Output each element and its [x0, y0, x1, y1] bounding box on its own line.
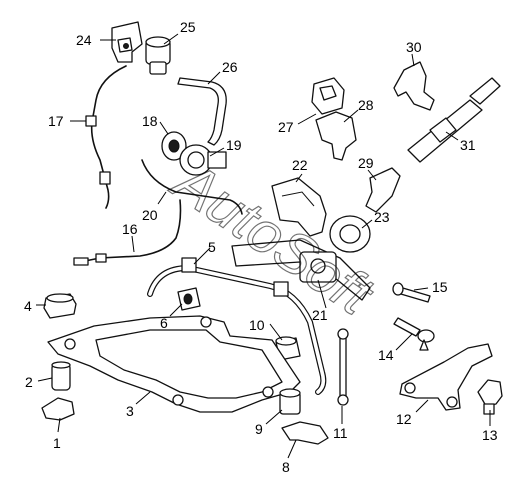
callout-13: 13 [482, 427, 498, 443]
callout-9: 9 [255, 421, 263, 437]
callout-15: 15 [432, 279, 448, 295]
part-8-bracket [281, 421, 329, 445]
part-5-stabilizer-bar [147, 257, 327, 395]
callout-26: 26 [222, 59, 238, 75]
callout-23: 23 [374, 209, 390, 225]
part-14-tie-rod-end [393, 317, 435, 351]
callout-11: 11 [333, 425, 348, 441]
part-24-bracket [111, 21, 143, 63]
callout-21: 21 [312, 307, 328, 323]
callout-31: 31 [460, 137, 476, 153]
callout-19: 19 [226, 137, 242, 153]
part-26-hose [177, 77, 227, 146]
callout-12: 12 [396, 411, 412, 427]
part-4-mount [43, 293, 77, 319]
callout-30: 30 [406, 39, 422, 55]
part-25-mount [145, 36, 171, 75]
part-15-tie-rod [392, 282, 431, 303]
callout-28: 28 [358, 97, 374, 113]
callout-10: 10 [249, 317, 265, 333]
part-16-20-harness [73, 159, 243, 266]
callout-14: 14 [378, 347, 394, 363]
callout-25: 25 [180, 19, 196, 35]
callout-4: 4 [24, 298, 32, 314]
callout-24: 24 [76, 32, 92, 48]
callout-8: 8 [282, 459, 290, 475]
part-28-bracket [315, 111, 357, 161]
part-1-bracket [41, 397, 75, 421]
callout-16: 16 [122, 221, 138, 237]
part-6-bushing [177, 287, 201, 311]
callouts: 1 2 3 4 5 6 8 9 10 11 12 13 14 15 16 17 … [24, 19, 498, 475]
callout-5: 5 [208, 239, 216, 255]
part-21-steering-rack [231, 239, 371, 301]
callout-27: 27 [278, 119, 294, 135]
part-11-link [337, 328, 349, 406]
part-27-pump [311, 77, 345, 115]
callout-17: 17 [48, 113, 64, 129]
part-9-mount [279, 388, 301, 415]
callout-29: 29 [358, 155, 374, 171]
callout-2: 2 [25, 374, 33, 390]
part-23-boot [329, 215, 371, 253]
part-31-steering-column [407, 77, 501, 163]
leader-lines [36, 33, 491, 459]
part-30-bracket [393, 61, 435, 111]
part-2-bushing [51, 361, 71, 391]
part-3-subframe [47, 315, 301, 413]
callout-20: 20 [142, 207, 158, 223]
part-18-bushing [161, 131, 187, 161]
callout-22: 22 [292, 157, 308, 173]
part-17-sensor-wire [85, 65, 127, 209]
part-12-control-arm [399, 343, 493, 411]
part-29-u-joint [365, 167, 401, 213]
callout-6: 6 [160, 315, 168, 331]
part-19-actuator [179, 144, 227, 176]
callout-1: 1 [53, 435, 61, 451]
callout-18: 18 [142, 113, 158, 129]
callout-3: 3 [126, 403, 134, 419]
part-22-heat-shield [271, 177, 327, 237]
part-13-ball-joint [477, 379, 503, 415]
